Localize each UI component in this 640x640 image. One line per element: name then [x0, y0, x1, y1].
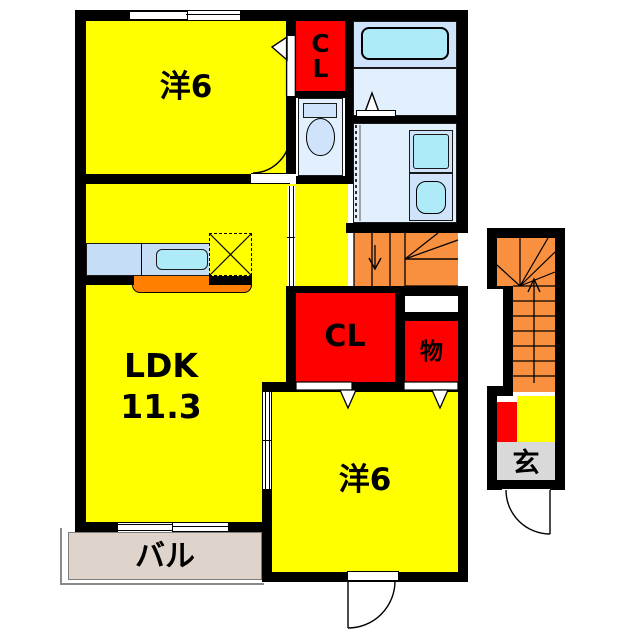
window-north-mullion: [187, 11, 189, 20]
shoe-closet: [497, 402, 517, 442]
room-label-bedroom-south: 洋6: [338, 461, 392, 498]
closet-north-label: C L: [300, 26, 341, 86]
toilet-bowl: [306, 118, 335, 156]
room-ldk: [86, 184, 286, 532]
door-corridor-slider-rail-a: [288, 186, 290, 238]
wall-center-closet-left: [286, 286, 296, 382]
door-balcony-rail-b: [118, 530, 173, 532]
door-balcony-mullion: [172, 523, 174, 532]
interior-wall-vertical-center: [286, 21, 296, 174]
balcony-railing-bottom: [60, 583, 264, 585]
closet-north-label-line2: L: [312, 54, 329, 83]
window-north-rail-a: [130, 11, 188, 13]
closet-north-opening[interactable]: [287, 36, 296, 96]
door-balcony-rail-c: [172, 525, 228, 527]
closet-center-label: CL: [324, 319, 366, 354]
storage-label: 物: [420, 338, 443, 365]
door-bedroom-south-rail-b: [268, 392, 270, 440]
door-corridor-slider-rail-b: [292, 186, 294, 238]
wash-basin: [416, 181, 446, 214]
genkan-label: 玄: [512, 447, 540, 479]
room-label-ldk-line2: 11.3: [120, 386, 202, 426]
entry-hall-floor: [517, 396, 555, 442]
closet-center: [296, 293, 395, 382]
entry-wall-left-mid: [503, 280, 513, 392]
room-label-bedroom-north: 洋6: [159, 68, 213, 105]
door-bedroom-south-rail-a: [264, 392, 266, 440]
closet-north: [296, 21, 345, 91]
door-balcony-rail-d: [172, 531, 228, 533]
genkan: [497, 442, 555, 480]
door-corridor-slider-rail-c: [288, 238, 290, 290]
entry-wall-left-upper: [487, 228, 497, 286]
storage: [405, 320, 458, 382]
closet-north-label-line1: C: [311, 28, 330, 58]
wall-center-closet-top: [286, 286, 468, 296]
window-north-rail-c: [186, 13, 242, 15]
sink-basin: [156, 249, 208, 270]
exterior-wall-top: [75, 10, 468, 21]
kitchen-wall-stub-left: [86, 276, 134, 285]
entry-wall-top: [487, 228, 565, 238]
hall-corridor: [286, 184, 348, 290]
window-north: [130, 11, 240, 20]
exterior-wall-left: [75, 10, 86, 532]
wall-dressing-divider: [346, 116, 457, 123]
wall-bath-left: [345, 21, 353, 91]
room-bedroom-north: [86, 21, 286, 174]
wall-center-closet-right: [395, 286, 405, 382]
entry-wall-left-lower: [487, 386, 497, 490]
wall-storage-top: [395, 312, 468, 321]
room-label-ldk-line1: LDK: [124, 345, 198, 385]
entry-wall-bottom: [487, 480, 565, 490]
entry-wall-notch-lower: [487, 386, 513, 396]
door-corridor-slider-mid: [287, 237, 295, 239]
door-balcony-rail-a: [118, 523, 173, 525]
door-bedroom-south-rail-c: [264, 441, 266, 489]
wall-toilet-bottom: [296, 176, 346, 184]
interior-wall-bedroom-ldk: [86, 174, 251, 184]
wall-closet-toilet-divider: [296, 91, 345, 98]
toilet-tank: [303, 103, 337, 118]
window-north-rail-d: [186, 19, 242, 21]
sink-counter-divider: [141, 243, 143, 276]
wall-bedroom-south-right: [458, 382, 468, 582]
wall-laundry-bottom: [346, 223, 468, 233]
door-bedroom-south-mid: [263, 440, 271, 442]
balcony-label: バル: [135, 539, 195, 574]
door-corridor-slider-rail-d: [292, 238, 294, 290]
door-entrance[interactable]: [502, 489, 550, 493]
wall-storage-right: [458, 286, 468, 382]
bathtub: [361, 27, 449, 60]
wall-bedroom-south-top: [262, 382, 468, 392]
kitchen-wall-stub-right: [209, 276, 252, 285]
door-bedroom-south-exterior[interactable]: [347, 571, 399, 581]
entry-wall-right: [555, 228, 565, 490]
door-bedroom-north-leaf[interactable]: [251, 173, 290, 184]
exterior-wall-right: [457, 10, 468, 225]
balcony: [68, 532, 262, 580]
balcony-railing-outer: [60, 528, 62, 584]
room-bedroom-south: [272, 392, 458, 572]
washing-machine: [413, 134, 449, 169]
window-north-rail-b: [130, 18, 188, 20]
wall-toilet-right: [345, 91, 354, 184]
door-bedroom-south-rail-d: [268, 441, 270, 489]
